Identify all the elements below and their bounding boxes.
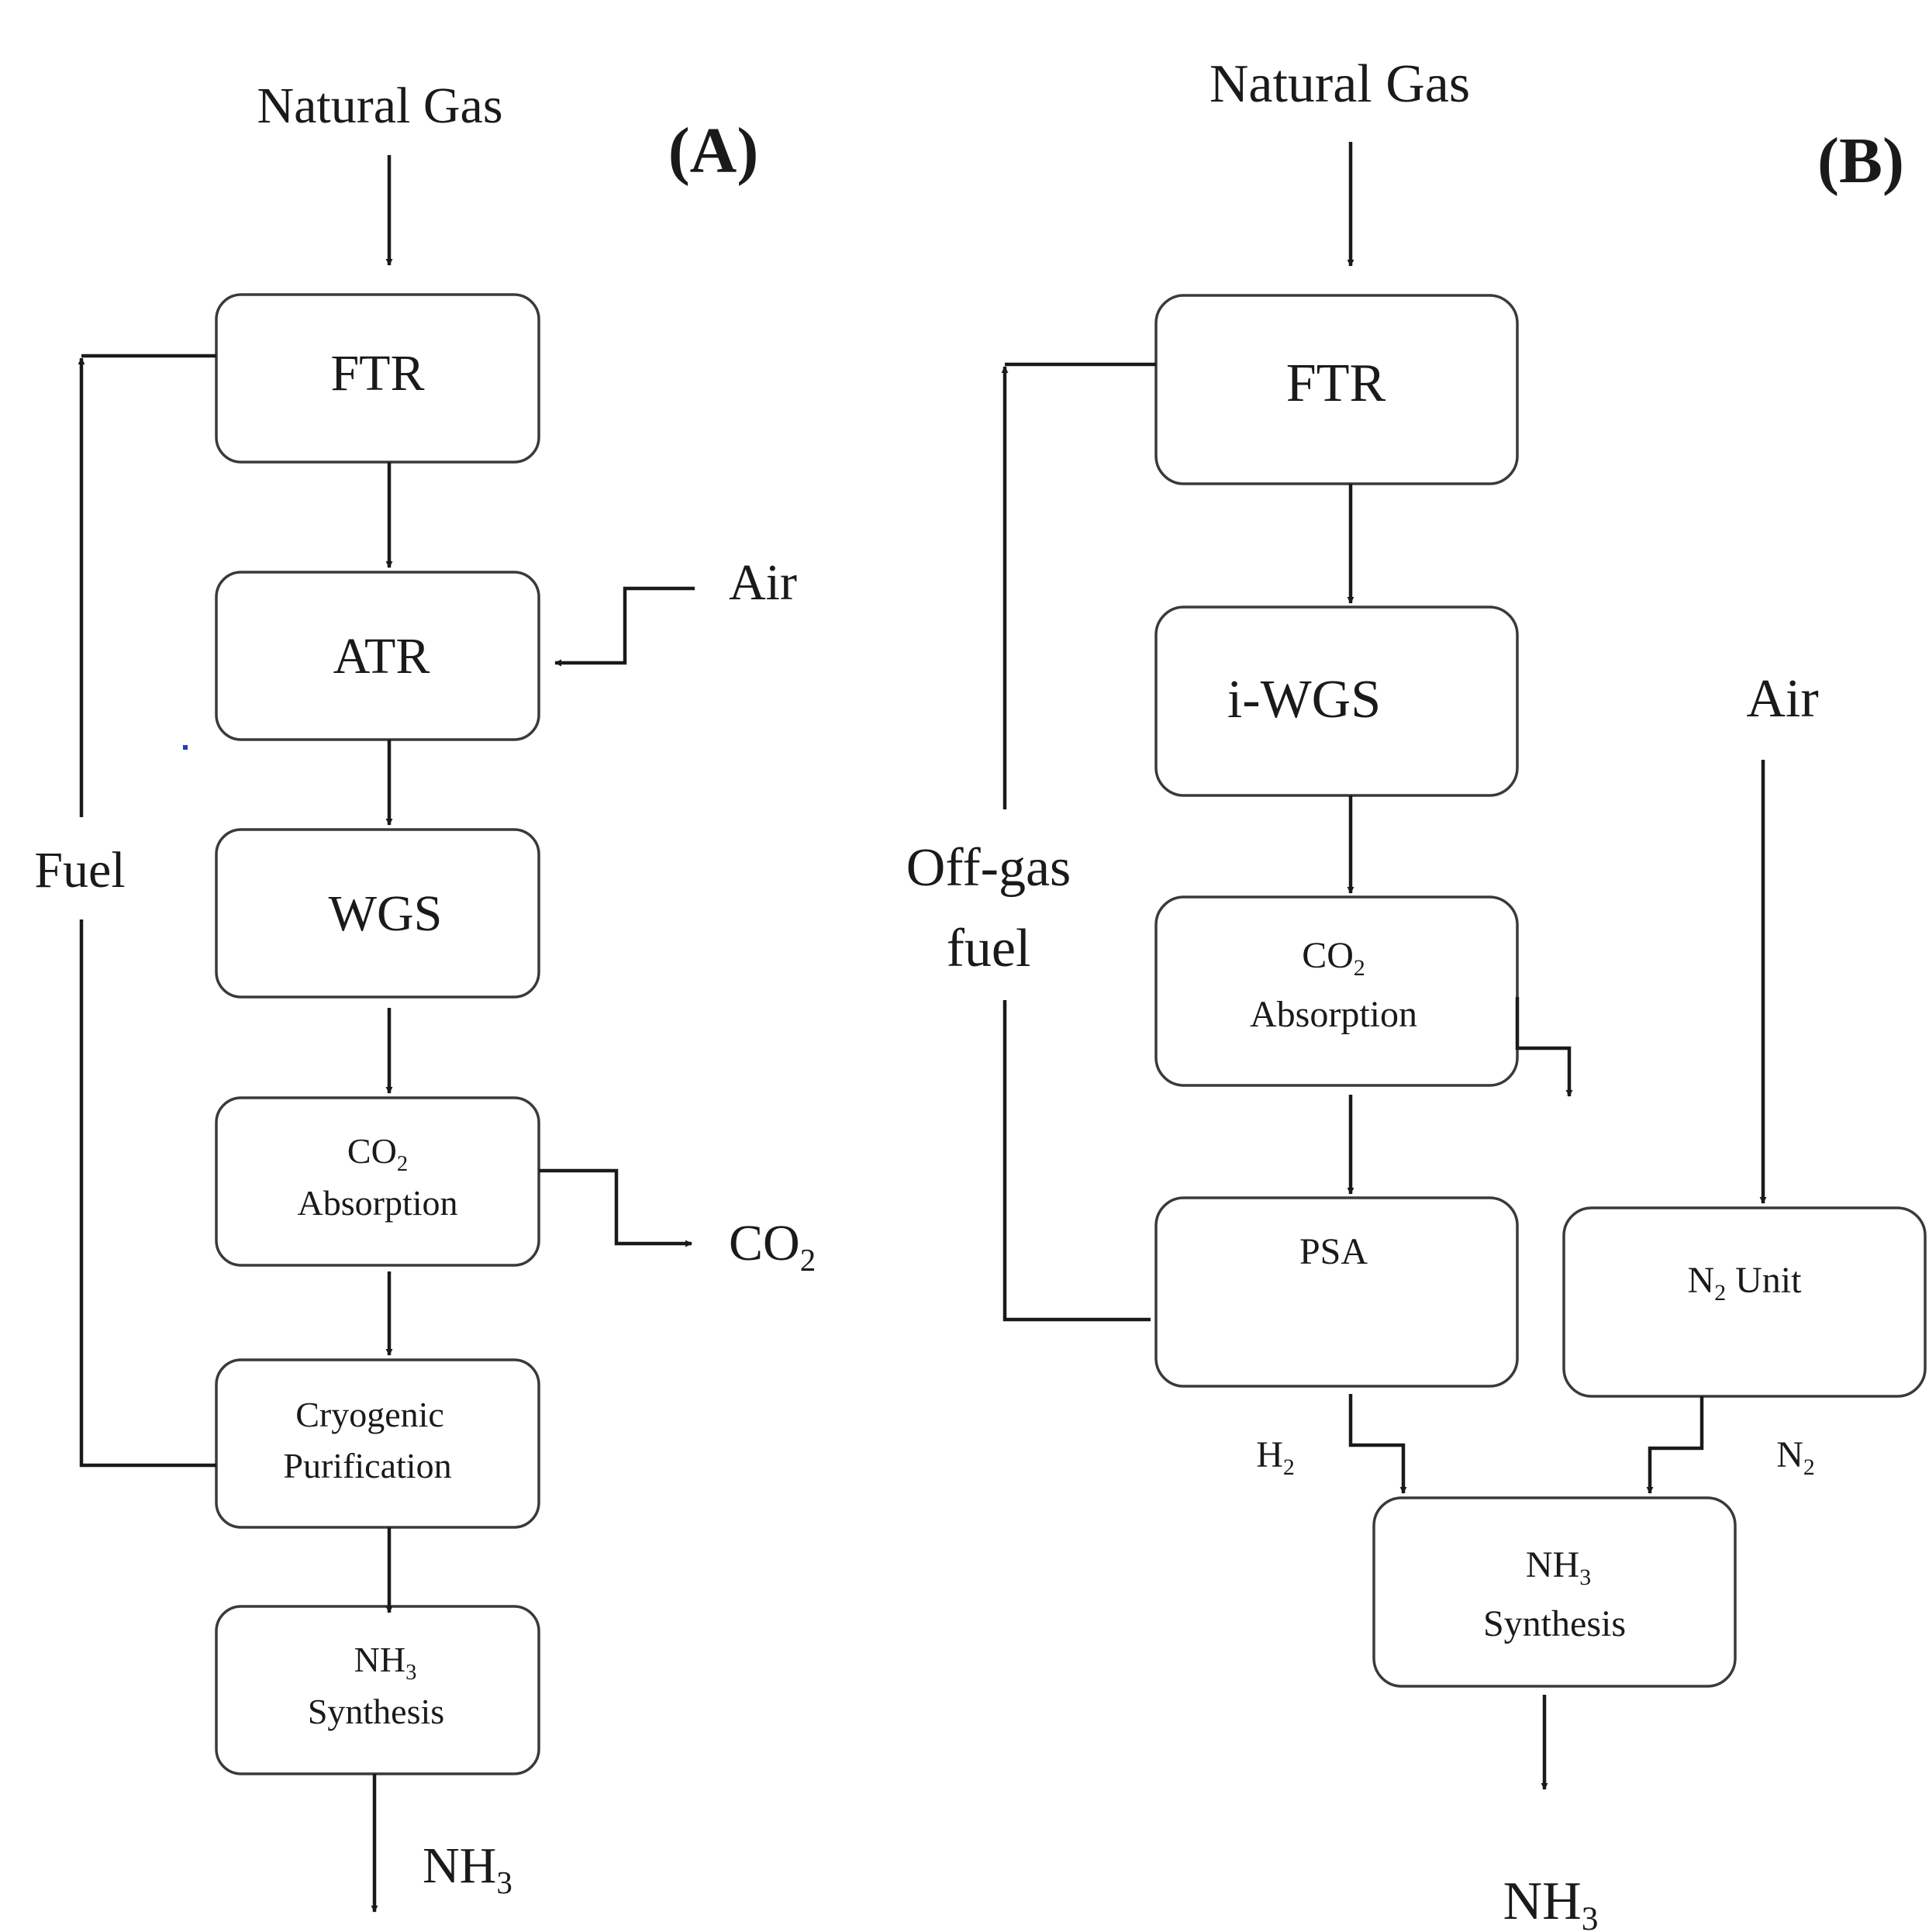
- panel-a-ftr-text: FTR: [330, 345, 424, 402]
- panel-a-natural-gas-label: Natural Gas: [257, 78, 502, 134]
- panel-a-nh3-output-label: NH3: [423, 1837, 512, 1900]
- panel-a-fuel-label: Fuel: [34, 842, 125, 899]
- panel-b-n2-unit-text: N2 Unit: [1688, 1260, 1803, 1306]
- panel-b-ftr-text: FTR: [1286, 354, 1386, 413]
- panel-a-air-arrow: [554, 586, 695, 667]
- panel-a-co2-absorption-box: [215, 1096, 540, 1267]
- panel-b-nh3-output-label: NH3: [1503, 1872, 1599, 1932]
- panel-b: (B) Natural Gas FTR i-WGS CO2 Absorption…: [906, 54, 1927, 1932]
- panel-a-nh3-synthesis-formula: NH3: [354, 1640, 417, 1685]
- panel-a-atr-box: [215, 571, 540, 741]
- panel-a-co2-output-label: CO2: [729, 1215, 816, 1278]
- panel-b-iwgs-box: [1154, 605, 1519, 797]
- panel-a-cryogenic-line2: Purification: [283, 1446, 451, 1485]
- panel-a-label: (A): [668, 115, 759, 187]
- panel-b-co2-out-arrow: [1515, 997, 1573, 1097]
- panel-b-co2-absorption-box: [1154, 895, 1519, 1087]
- stray-dot: [183, 745, 188, 750]
- panel-b-h2-label: H2: [1256, 1434, 1295, 1480]
- panel-b-air-label: Air: [1746, 669, 1818, 729]
- panel-b-iwgs-text: i-WGS: [1227, 670, 1381, 730]
- panel-b-offgas-line1: Off-gas: [906, 838, 1071, 898]
- panel-b-h2-arrow: [1348, 1394, 1407, 1494]
- panel-a-nh3-synthesis-box: [215, 1605, 540, 1775]
- panel-b-label: (B): [1817, 125, 1904, 197]
- panel-a-wgs-text: WGS: [329, 885, 443, 942]
- panel-b-offgas-line-lower: [1002, 1000, 1151, 1322]
- panel-b-nh3-synthesis-formula: NH3: [1526, 1544, 1591, 1590]
- panel-a-atr-text: ATR: [333, 628, 430, 685]
- panel-a-cryogenic-box: [215, 1358, 540, 1529]
- panel-a-ftr-box: [215, 293, 540, 464]
- panel-a-co2-absorption-text: Absorption: [298, 1183, 458, 1223]
- panel-a-air-label: Air: [729, 554, 797, 611]
- panel-b-nh3-synthesis-text: Synthesis: [1483, 1603, 1626, 1644]
- panel-a-fuel-line-lower: [79, 919, 216, 1468]
- panel-b-psa-text: PSA: [1299, 1231, 1368, 1272]
- panel-a-co2-absorption-formula: CO2: [347, 1131, 408, 1176]
- panel-a-nh3-synthesis-text: Synthesis: [308, 1692, 444, 1731]
- panel-b-co2-absorption-formula: CO2: [1302, 935, 1365, 981]
- panel-b-natural-gas-label: Natural Gas: [1210, 54, 1470, 114]
- panel-b-n2-unit-box: [1562, 1206, 1927, 1398]
- panel-a-cryogenic-line1: Cryogenic: [295, 1395, 444, 1434]
- panel-a-co2-out-arrow: [539, 1168, 692, 1247]
- panel-b-psa-box: [1154, 1196, 1519, 1388]
- panel-a: (A) Natural Gas FTR ATR WGS CO2 Absorpti…: [34, 78, 816, 1913]
- panel-b-n2-arrow: [1646, 1396, 1704, 1494]
- panel-b-offgas-line2: fuel: [947, 919, 1031, 978]
- panel-b-n2-label: N2: [1776, 1434, 1815, 1480]
- panel-b-ftr-box: [1154, 294, 1519, 485]
- panel-b-co2-absorption-text: Absorption: [1250, 994, 1417, 1035]
- panel-a-wgs-box: [215, 828, 540, 999]
- panel-b-nh3-synthesis-box: [1372, 1496, 1737, 1688]
